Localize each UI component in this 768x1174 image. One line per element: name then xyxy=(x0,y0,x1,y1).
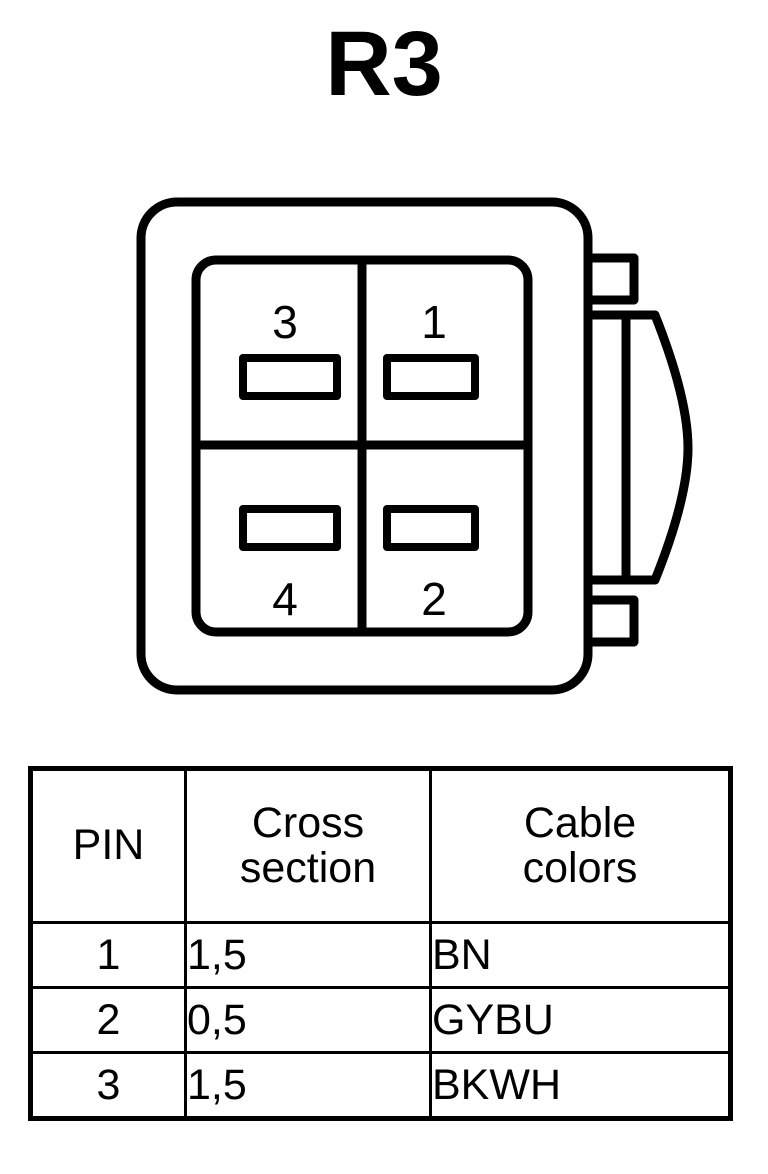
cell-cable-colors: BKWH xyxy=(429,1051,732,1120)
table-header-row: PIN Cross section Cable colors xyxy=(29,767,732,924)
latch-tab-lower xyxy=(583,595,639,647)
column-header-pin: PIN xyxy=(29,767,187,924)
column-header-cross-section-line1: Cross xyxy=(251,798,365,847)
terminal-slot-pin-2 xyxy=(383,505,479,551)
cell-cable-colors: GYBU xyxy=(429,986,732,1054)
page-title: R3 xyxy=(325,13,443,115)
cell-pin: 1 xyxy=(29,921,187,989)
cell-cable-colors: BN xyxy=(429,921,732,989)
cavity-number-top-right: 1 xyxy=(421,296,447,348)
table-row: 1 1,5 BN xyxy=(29,921,732,989)
pin-table-container: PIN Cross section Cable colors 1 1,5 BN … xyxy=(28,766,733,1121)
column-header-pin-line1: PIN xyxy=(72,821,145,870)
column-header-cable-colors-line1: Cable xyxy=(523,798,637,847)
pin-table-body: 1 1,5 BN 2 0,5 GYBU 3 1,5 BKWH xyxy=(29,921,732,1120)
column-header-cable-colors-line2: colors xyxy=(522,844,638,892)
column-header-cable-colors: Cable colors xyxy=(429,767,732,924)
table-row: 2 0,5 GYBU xyxy=(29,986,732,1054)
cell-pin: 2 xyxy=(29,986,187,1054)
cell-pin: 3 xyxy=(29,1051,187,1120)
pin-table-head: PIN Cross section Cable colors xyxy=(29,767,732,924)
column-header-cross-section: Cross section xyxy=(184,767,432,924)
terminal-slot-pin-1 xyxy=(383,354,479,400)
latch-tab-upper xyxy=(583,253,639,305)
connector-diagram: 3 1 4 2 xyxy=(0,180,768,725)
cell-cross-section: 0,5 xyxy=(184,986,432,1054)
column-header-cross-section-line2: section xyxy=(239,844,377,892)
cell-cross-section: 1,5 xyxy=(184,1051,432,1120)
cell-cross-section: 1,5 xyxy=(184,921,432,989)
terminal-slot-pin-4 xyxy=(239,505,341,551)
latch-lever-curved xyxy=(621,310,693,585)
terminal-slot-pin-3 xyxy=(239,354,341,400)
table-row: 3 1,5 BKWH xyxy=(29,1051,732,1120)
cavity-number-bottom-right: 2 xyxy=(421,573,447,625)
pin-table: PIN Cross section Cable colors 1 1,5 BN … xyxy=(28,766,733,1121)
cavity-number-top-left: 3 xyxy=(272,296,298,348)
connector-svg: 3 1 4 2 xyxy=(136,197,693,695)
cavity-number-bottom-left: 4 xyxy=(272,573,298,625)
